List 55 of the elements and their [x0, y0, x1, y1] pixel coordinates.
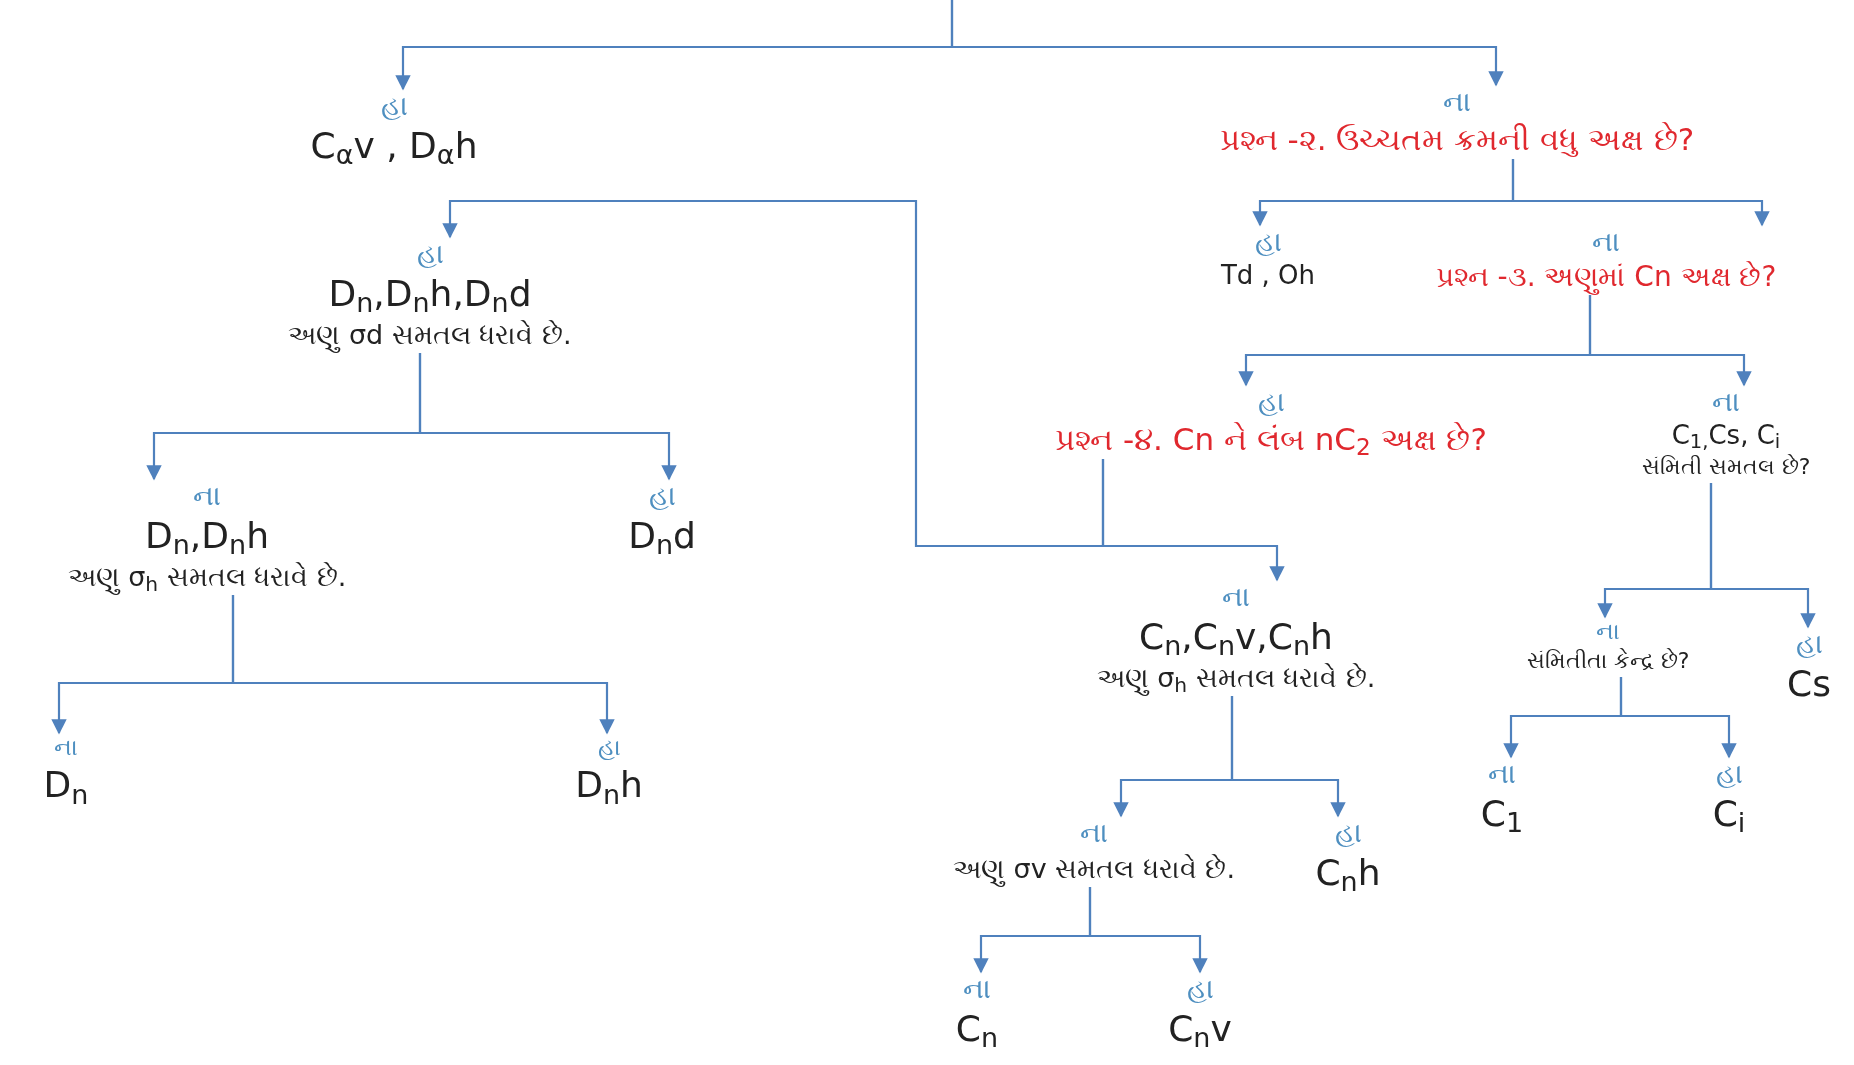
answer-label: હા — [1334, 816, 1362, 850]
answer-label: હા — [380, 89, 408, 123]
node-text: Td , Oh — [1220, 258, 1316, 292]
node-text: અણુ σ$_{h}$ સમતલ ધરાવે છે. — [67, 559, 347, 596]
node-text: D$_{n}$ — [43, 762, 89, 807]
answer-label: ના — [193, 479, 221, 513]
node-text: C$_{i}$ — [1712, 791, 1746, 836]
answer-label: ના — [1222, 580, 1250, 614]
connector-arrow — [1101, 459, 1285, 582]
connector-arrow — [442, 199, 1105, 548]
node-text: D$_{n}$d — [628, 513, 696, 558]
connector-arrow — [950, 0, 1504, 87]
node-text: પ્રશ્ન -૩. અણુમાં Cn અક્ષ છે? — [1435, 258, 1777, 295]
connector-arrow — [1619, 677, 1737, 759]
answer-label: હા — [1186, 972, 1214, 1006]
node-text: સંમિતીતા કેન્દ્ર છે? — [1526, 646, 1690, 675]
answer-label: ના — [1712, 385, 1740, 419]
node-text: અણુ σ$_{h}$ સમતલ ધરાવે છે. — [1096, 660, 1376, 697]
answer-label: હા — [1257, 385, 1285, 419]
connector-arrow — [1511, 159, 1770, 227]
node-text: C$_{n}$,C$_{n}$v,C$_{n}$h — [1139, 614, 1333, 659]
answer-label: ના — [54, 733, 78, 762]
node-text: C$_{α}$v , D$_{α}$h — [310, 123, 478, 168]
node-text: D$_{n}$h — [575, 762, 643, 807]
node-text: C$_{n}$ — [955, 1006, 999, 1051]
answer-label: હા — [1715, 757, 1743, 791]
answer-label: હા — [1254, 225, 1282, 259]
connector-arrow — [1088, 887, 1208, 974]
node-text: C$_{n}$h — [1315, 850, 1381, 895]
answer-label: હા — [416, 237, 444, 271]
node-text: પ્રશ્ન -૨. ઉચ્ચતમ ક્રમની વધુ અક્ષ છે? — [1219, 119, 1695, 159]
node-text: Cs — [1787, 661, 1831, 706]
node-text: અણુ σv સમતલ ધરાવે છે. — [953, 849, 1235, 888]
connector-arrow — [1230, 696, 1346, 818]
node-text: D$_{n}$,D$_{n}$h,D$_{n}$d — [328, 271, 532, 316]
answer-label: હા — [597, 733, 621, 762]
connector-arrow — [231, 595, 615, 735]
answer-label: હા — [648, 479, 676, 513]
answer-label: ના — [1080, 816, 1108, 850]
answer-label: ના — [1443, 85, 1471, 119]
node-text: D$_{n}$,D$_{n}$h — [145, 513, 269, 558]
answer-label: હા — [1795, 627, 1823, 661]
connector-arrow — [1588, 295, 1752, 387]
node-text: અણુ σd સમતલ ધરાવે છે. — [288, 315, 572, 354]
answer-label: ના — [1488, 757, 1516, 791]
node-text: C$_{1}$ — [1480, 791, 1524, 836]
answer-label: ના — [963, 972, 991, 1006]
connector-arrow — [418, 353, 677, 481]
node-text: પ્રશ્ન -૪. Cn ને લંબ nC$_{2}$ અક્ષ છે? — [1055, 419, 1487, 459]
answer-label: ના — [1592, 225, 1620, 259]
node-text: C$_{n}$v — [1168, 1006, 1232, 1051]
connector-arrow — [1709, 483, 1816, 629]
node-text: સંમિતી સમતલ છે? — [1641, 453, 1811, 482]
answer-label: ના — [1596, 617, 1620, 646]
node-text: C$_{1,}$Cs, C$_{i}$ — [1671, 418, 1781, 453]
